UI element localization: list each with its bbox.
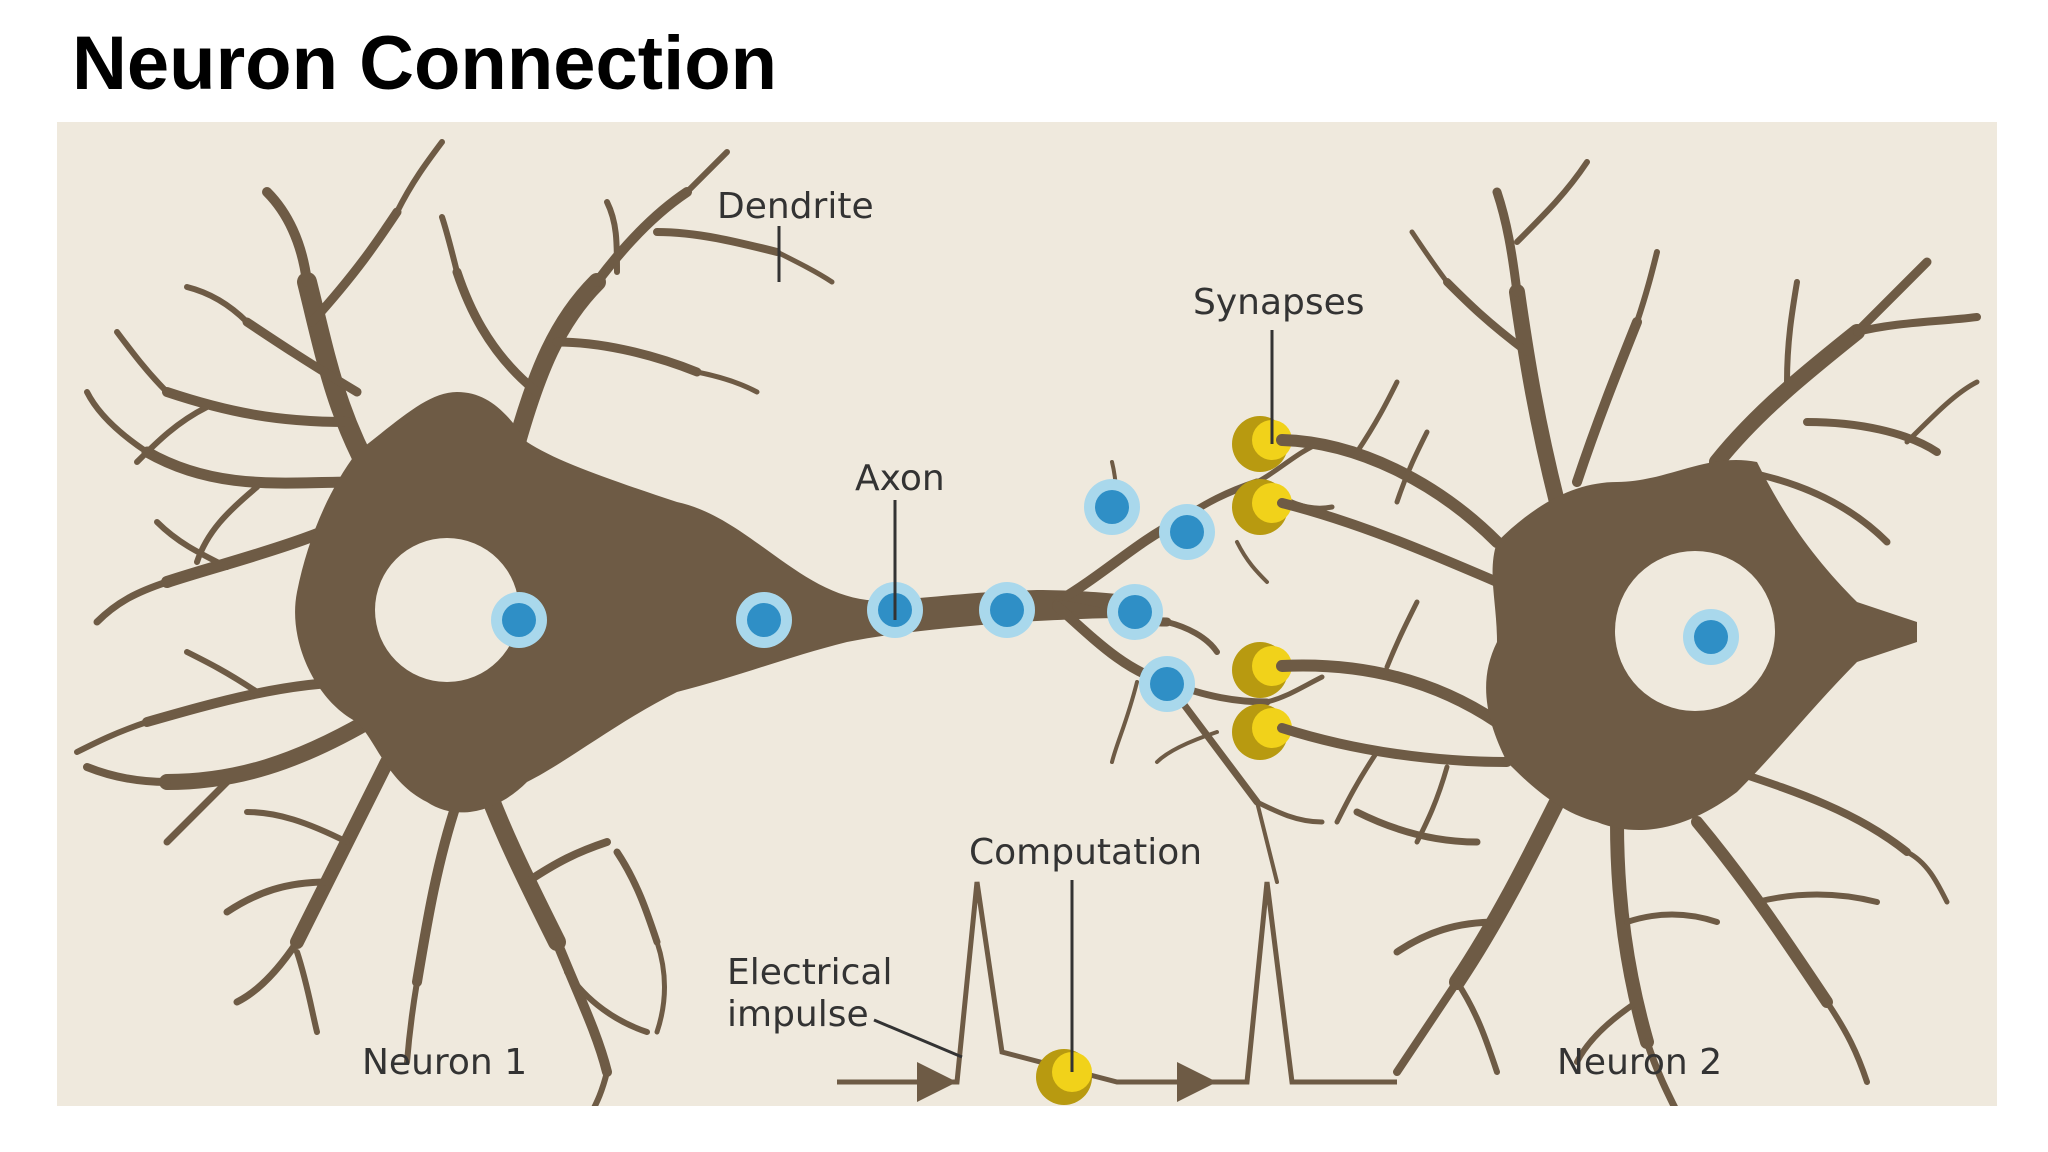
- label-neuron-1: Neuron 1: [362, 1042, 527, 1083]
- neuron-2-nucleolus: [1694, 620, 1728, 654]
- neuron-1-nucleolus: [502, 603, 536, 637]
- neuron-diagram-svg: Dendrite Axon Synapses Computation Elect…: [57, 122, 1997, 1106]
- impulse-arrow-2: [1177, 1062, 1217, 1102]
- label-electrical: Electrical: [727, 952, 892, 993]
- neuron-1: [74, 139, 1117, 1106]
- label-impulse: impulse: [727, 994, 869, 1035]
- impulse-trace: [837, 881, 1397, 1105]
- neuron-1-soma: [295, 392, 1117, 813]
- label-dendrite: Dendrite: [717, 186, 874, 227]
- neuron-diagram: Dendrite Axon Synapses Computation Elect…: [57, 122, 1997, 1106]
- leader-lines: [777, 226, 1274, 1072]
- slide-title: Neuron Connection: [72, 21, 778, 106]
- neuron-1-nucleus: [375, 538, 519, 682]
- neuron-1-dendrites: [74, 139, 835, 1106]
- label-neuron-2: Neuron 2: [1557, 1042, 1722, 1083]
- label-computation: Computation: [969, 832, 1202, 873]
- label-synapses: Synapses: [1193, 282, 1365, 323]
- impulse-arrow-1: [917, 1062, 957, 1102]
- neuron-2-dendrites: [1276, 159, 1981, 1106]
- axon-nodes: [736, 479, 1215, 712]
- label-axon: Axon: [855, 458, 945, 499]
- neuron-2: [1276, 159, 1981, 1106]
- impulse-leader: [873, 1018, 963, 1059]
